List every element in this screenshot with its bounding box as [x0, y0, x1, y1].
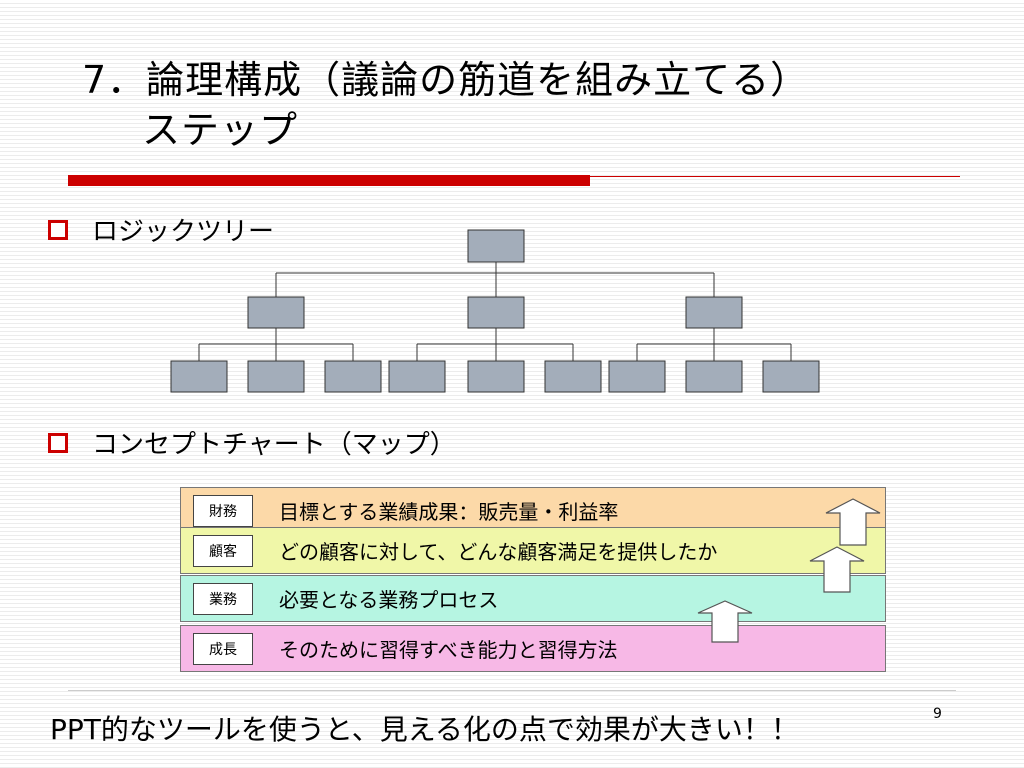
tree-branch-node: [247, 296, 305, 329]
concept-band-customer: 顧客 どの顧客に対して、どんな顧客満足を提供したか: [180, 527, 886, 574]
title-line-1: 7．論理構成（議論の筋道を組み立てる）: [82, 58, 810, 102]
title-line-2: ステップ: [142, 108, 299, 152]
tree-leaf-node: [762, 360, 820, 393]
tree-leaf-node: [467, 360, 525, 393]
footer-message: PPT的なツールを使うと、見える化の点で効果が大きい！！: [50, 713, 799, 746]
tree-root-node: [467, 229, 525, 263]
band-tag: 業務: [193, 582, 253, 615]
tree-leaf-node: [324, 360, 382, 393]
tree-leaf-node: [544, 360, 602, 393]
tree-leaf-node: [608, 360, 666, 393]
concept-band-operations: 業務 必要となる業務プロセス: [180, 575, 886, 622]
bullet-square-icon: [48, 432, 68, 453]
footer-divider: [68, 690, 956, 691]
tree-branch-node: [467, 296, 525, 329]
band-tag: 財務: [193, 494, 253, 527]
concept-band-growth: 成長 そのために習得すべき能力と習得方法: [180, 625, 886, 672]
band-text: どの顧客に対して、どんな顧客満足を提供したか: [279, 540, 718, 564]
tree-connectors: [198, 262, 792, 361]
band-text: 目標とする業績成果：販売量・利益率: [279, 500, 619, 524]
band-tag: 成長: [193, 632, 253, 665]
logic-tree-diagram: [170, 229, 820, 393]
slide-title: 7．論理構成（議論の筋道を組み立てる） ステップ: [82, 55, 809, 155]
tree-leaf-node: [170, 360, 228, 393]
bullet-label: コンセプトチャート（マップ）: [92, 430, 456, 460]
bullet-logic-tree: ロジックツリー: [48, 211, 274, 248]
bullet-label: ロジックツリー: [92, 217, 275, 247]
tree-branch-node: [685, 296, 743, 329]
title-underline-bar: [68, 175, 590, 186]
band-text: そのために習得すべき能力と習得方法: [279, 638, 618, 662]
tree-leaf-node: [388, 360, 446, 393]
bullet-square-icon: [48, 219, 68, 240]
band-text: 必要となる業務プロセス: [279, 588, 499, 612]
concept-band-finance: 財務 目標とする業績成果：販売量・利益率: [180, 487, 886, 534]
bullet-concept-chart: コンセプトチャート（マップ）: [48, 424, 456, 461]
tree-leaf-node: [685, 360, 743, 393]
band-tag: 顧客: [193, 534, 253, 567]
page-number: 9: [933, 706, 942, 722]
title-underline-line: [590, 176, 960, 177]
tree-leaf-node: [247, 360, 305, 393]
